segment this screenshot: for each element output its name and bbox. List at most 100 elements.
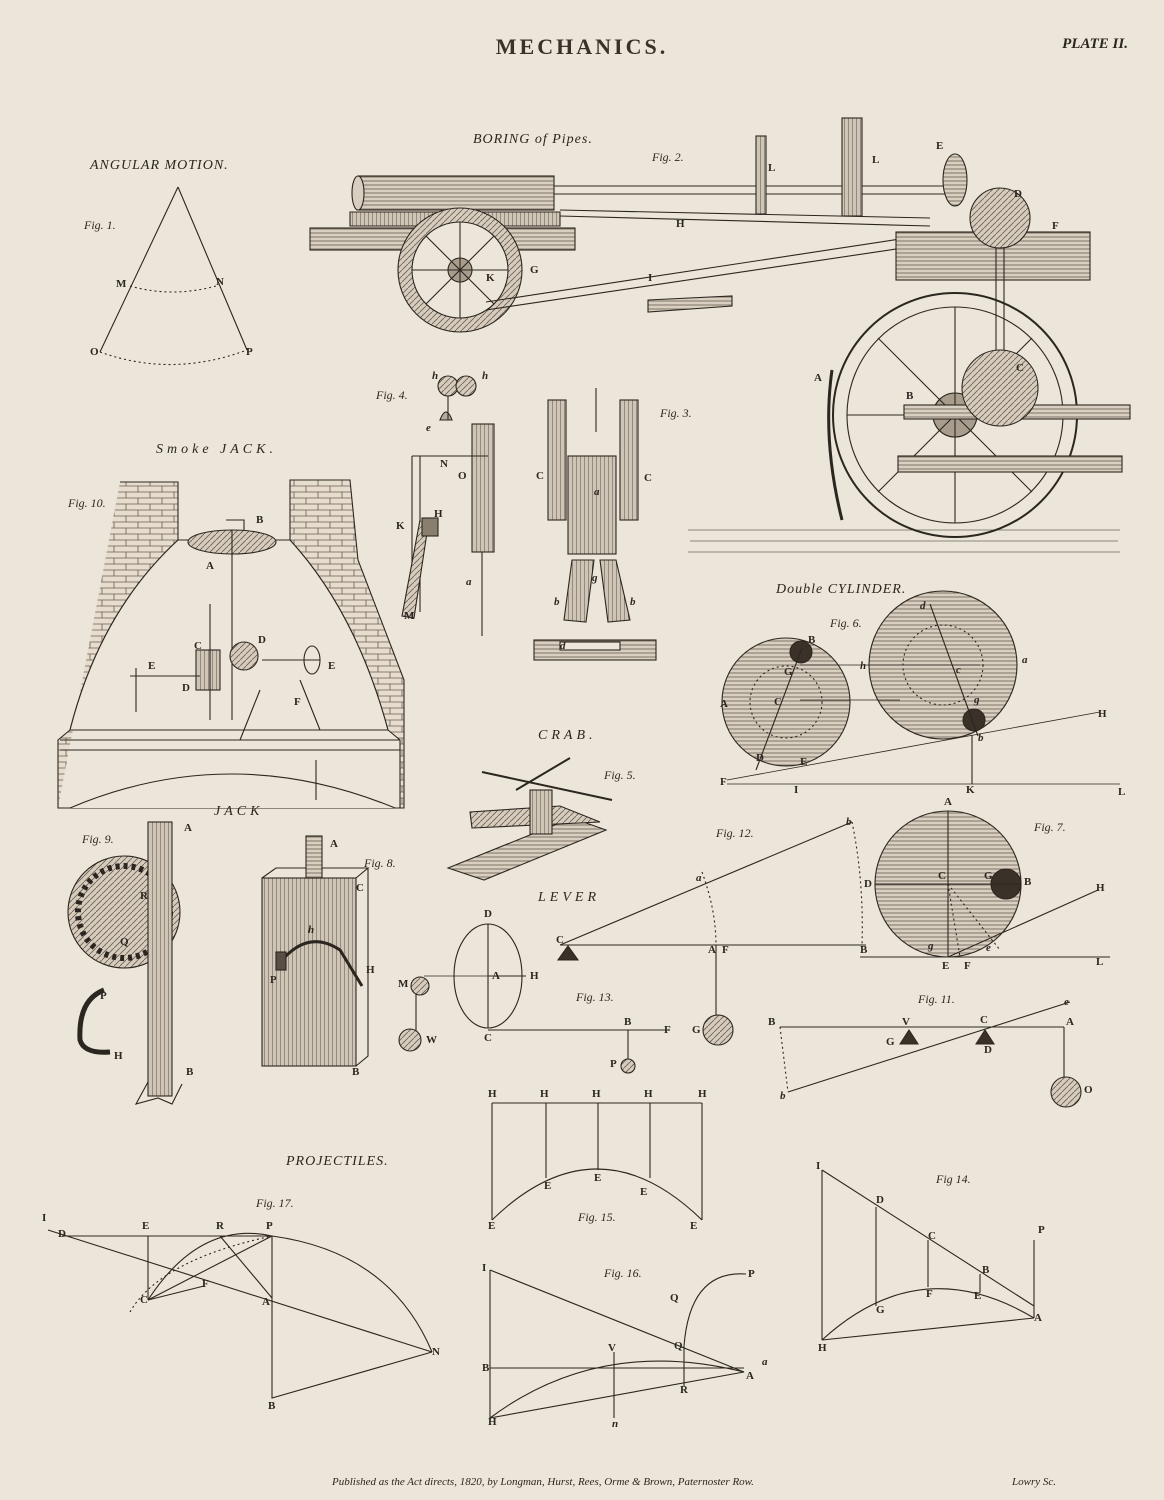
fig2-label-L1: L [768,162,776,174]
fig6-label-K: K [966,784,975,796]
heading-crab: CRAB. [538,728,597,743]
fig4-label-e: e [426,422,431,434]
fig4-label-M: M [404,610,415,622]
heading-boring-pipes: BORING of Pipes. [473,132,593,147]
fig3-label-g: g [592,572,598,584]
fig2-label-B: B [906,390,914,402]
caption-fig5: Fig. 5. [604,768,636,782]
fig13-label-B: B [624,1016,632,1028]
fig13-label-C: C [484,1032,492,1044]
fig13-label-F: F [664,1024,671,1036]
fig15-label-E5: E [690,1220,698,1232]
heading-double-cylinder: Double CYLINDER. [776,582,907,597]
fig6-label-F: F [720,776,727,788]
fig13-label-A: A [492,970,500,982]
fig15-label-H1: H [488,1088,497,1100]
fig17-label-P: P [266,1220,273,1232]
fig8-box-jack-drawing [261,835,370,1067]
fig11-label-C: C [980,1014,988,1026]
fig4-label-h2: h [482,370,489,382]
fig15-label-E1: E [488,1220,496,1232]
fig8-label-H: H [366,964,375,976]
caption-fig6: Fig. 6. [830,616,862,630]
fig10-label-F: F [294,696,301,708]
publisher-imprint: Published as the Act directs, 1820, by L… [332,1476,754,1488]
fig3-label-d: d [560,640,566,652]
fig15-label-H2: H [540,1088,549,1100]
fig3-label-b1: b [554,596,560,608]
fig12-label-B: B [860,944,868,956]
fig10-label-D2: D [182,682,190,694]
fig4-label-O: O [458,470,467,482]
heading-jack: JACK [214,804,264,819]
fig16-label-R: R [680,1384,688,1396]
fig8-label-C: C [356,882,364,894]
fig16-label-I: I [482,1262,487,1274]
fig14-label-F: F [926,1288,933,1300]
fig1-label-O: O [90,346,99,358]
fig11-label-A: A [1066,1016,1074,1028]
fig3-label-C1: C [536,470,544,482]
fig7-label-G: G [984,870,993,882]
engraver-credit: Lowry Sc. [1012,1476,1056,1488]
fig1-label-N: N [216,276,224,288]
fig2-label-A: A [814,372,822,384]
fig7-label-A: A [944,796,952,808]
fig6-label-A: A [720,698,728,710]
fig7-label-e: e [986,942,991,954]
fig13-wheel-axle-drawing [398,923,670,1074]
fig6-label-b: b [978,732,984,744]
fig14-label-E: E [974,1290,982,1302]
fig4-bell-apparatus-drawing [401,375,495,636]
caption-fig2: Fig. 2. [652,150,684,164]
fig10-label-D1: D [258,634,266,646]
caption-fig14: Fig 14. [936,1172,971,1186]
fig10-smoke-jack-drawing [57,479,405,809]
fig9-jack-drawing [67,821,183,1105]
fig2-label-D: D [1014,188,1022,200]
caption-fig9: Fig. 9. [82,832,114,846]
fig15-label-E3: E [594,1172,602,1184]
fig4-label-K: K [396,520,405,532]
fig12-label-a: a [696,872,702,884]
fig9-label-B: B [186,1066,194,1078]
fig12-label-b: b [846,816,852,828]
fig13-label-W: W [426,1034,437,1046]
fig6-label-a: a [1022,654,1028,666]
fig17-label-B: B [268,1400,276,1412]
fig17-projectile-drawing [47,1229,433,1399]
fig3-label-b2: b [630,596,636,608]
fig15-label-H5: H [698,1088,707,1100]
fig4-label-H: H [434,508,443,520]
fig12-lever-drawing [556,821,866,1046]
fig13-label-P: P [610,1058,617,1070]
fig14-label-A: A [1034,1312,1042,1324]
fig6-label-D: D [756,752,764,764]
fig16-label-n: n [612,1418,619,1430]
fig17-label-E: E [142,1220,150,1232]
fig1-label-M: M [116,278,127,290]
fig14-label-G: G [876,1304,885,1316]
fig16-label-a: a [762,1356,768,1368]
fig9-label-H: H [114,1050,123,1062]
fig13-label-M: M [398,978,409,990]
fig1-label-P: P [246,346,253,358]
caption-fig11: Fig. 11. [918,992,955,1006]
fig9-label-A: A [184,822,192,834]
fig1-angular-motion-drawing [99,186,248,366]
fig8-label-P: P [270,974,277,986]
fig16-range-drawing [489,1269,747,1419]
fig4-label-N: N [440,458,448,470]
fig10-label-E1: E [148,660,156,672]
fig9-label-R: R [140,890,148,902]
caption-fig8: Fig. 8. [364,856,396,870]
fig2-label-E: E [936,140,944,152]
fig9-label-Q: Q [120,936,129,948]
fig6-label-d: d [920,600,926,612]
fig6-label-H: H [1098,708,1107,720]
fig6-label-E: E [800,756,808,768]
fig6-label-h: h [860,660,867,672]
fig6-label-L: L [1118,786,1126,798]
fig15-label-H3: H [592,1088,601,1100]
